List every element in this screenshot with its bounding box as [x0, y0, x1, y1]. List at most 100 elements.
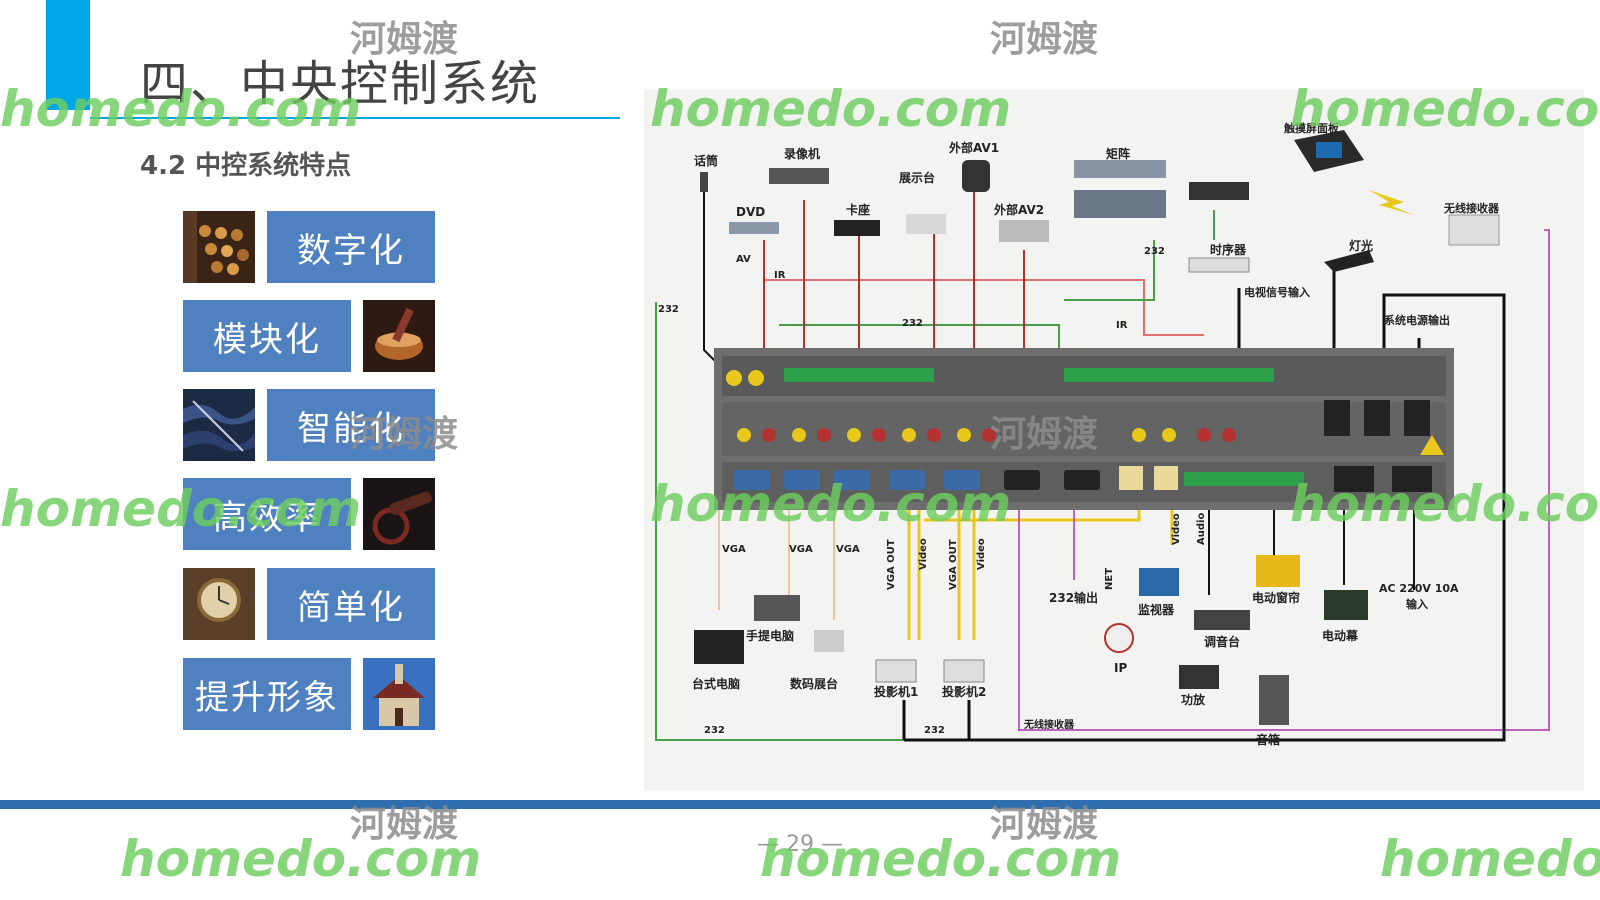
feature-label: 模块化	[183, 300, 351, 372]
ir-label-2: IR	[1116, 320, 1128, 331]
curtain-device	[1256, 555, 1300, 587]
sequencer-label: 时序器	[1210, 242, 1247, 257]
speaker-label: 音箱	[1256, 732, 1280, 747]
monitor-label: 监视器	[1138, 602, 1175, 617]
showstand-label: 展示台	[899, 170, 935, 185]
feature-label: 提升形象	[183, 658, 351, 730]
card-label: 卡座	[846, 202, 870, 217]
watermark-latin: homedo.com	[120, 830, 482, 888]
feature-label: 高效率	[183, 478, 351, 550]
feature-image: 提升形象	[183, 658, 435, 730]
showstand-device	[906, 214, 946, 234]
out232-label: 232输出	[1049, 590, 1098, 605]
desktop-label: 台式电脑	[692, 676, 740, 691]
video-label-2: Video	[976, 538, 987, 570]
cannon-photo	[363, 478, 435, 550]
amp-device	[1179, 665, 1219, 689]
accent-bar	[46, 0, 90, 110]
router-icon	[1104, 623, 1134, 653]
mortar-pestle-photo	[363, 300, 435, 372]
feature-intelligent: 智能化	[183, 389, 435, 461]
mixer-device	[1194, 610, 1250, 630]
typewriter-photo	[183, 211, 255, 283]
av1-label: 外部AV1	[949, 140, 999, 155]
laptop-label: 手提电脑	[746, 628, 794, 643]
feature-label: 简单化	[267, 568, 435, 640]
mixer-label: 调音台	[1204, 634, 1240, 649]
mic-device	[700, 172, 708, 192]
curtain-label: 电动窗帘	[1252, 590, 1300, 605]
clock-photo	[183, 568, 255, 640]
recorder-label: 录像机	[784, 146, 820, 161]
vga-label-2: VGA	[789, 544, 813, 555]
slide-subtitle: 4.2 中控系统特点	[140, 151, 352, 181]
watermark: homedo.com	[1380, 830, 1600, 888]
av-label: AV	[736, 254, 751, 265]
ac-in-label: AC 220V 10A	[1379, 582, 1459, 595]
rs232-label-5: 232	[924, 725, 945, 736]
card-device	[834, 220, 880, 236]
extra-device	[1189, 182, 1249, 200]
rs232-label-2: 232	[902, 318, 923, 329]
projector1-device	[875, 659, 917, 683]
watermark-chinese: 河姆渡	[990, 804, 1099, 845]
wireless-bottom-label: 无线接收器	[1023, 718, 1075, 731]
sequencer-device	[1188, 257, 1250, 273]
video-label-3: Video	[1171, 513, 1182, 545]
rs232-label-3: 232	[1144, 246, 1165, 257]
ip-label: IP	[1114, 661, 1127, 675]
light-label: 灯光	[1349, 238, 1373, 253]
touchpanel-label: 触摸屏面板	[1283, 121, 1340, 135]
touchpanel-device	[1294, 130, 1364, 172]
mic-label: 话筒	[694, 153, 718, 168]
wireless-rx-label: 无线接收器	[1443, 201, 1500, 215]
wireless-rx-device	[1448, 214, 1500, 246]
feature-label: 数字化	[267, 211, 435, 283]
monitor-device	[1139, 568, 1179, 596]
screen-device	[1324, 590, 1368, 620]
av2-device	[999, 220, 1049, 242]
proj2-label: 投影机2	[942, 684, 986, 699]
watermark-chinese: 河姆渡	[990, 19, 1099, 60]
fabric-photo	[183, 389, 255, 461]
av2-label: 外部AV2	[994, 202, 1044, 217]
screen-label: 电动幕	[1322, 628, 1359, 643]
watermark-chinese: 河姆渡	[350, 804, 459, 845]
slide-title: 四、中央控制系统	[140, 56, 541, 112]
rs232-label-1: 232	[658, 304, 679, 315]
matrix-label: 矩阵	[1105, 146, 1130, 161]
proj1-label: 投影机1	[874, 684, 918, 699]
church-photo	[363, 658, 435, 730]
watermark-latin: homedo.com	[1380, 830, 1600, 888]
amp-label: 功放	[1181, 692, 1206, 707]
digital-stand-device	[814, 630, 844, 652]
recorder-device	[769, 168, 829, 184]
matrix-device	[1074, 160, 1166, 218]
feature-digital: 数字化	[183, 211, 435, 283]
feature-label: 智能化	[267, 389, 435, 461]
light-device	[1324, 250, 1374, 272]
desktop-device	[694, 630, 744, 664]
vga-out-label-2: VGA OUT	[948, 539, 959, 590]
feature-simple: 简单化	[183, 568, 435, 640]
watermark: homedo.com	[120, 830, 481, 888]
page-number: — 29 —	[757, 832, 843, 857]
rs232-label-4: 232	[704, 725, 725, 736]
feature-modular: 模块化	[183, 300, 435, 372]
feature-efficiency: 高效率	[183, 478, 435, 550]
vga-label-1: VGA	[722, 544, 746, 555]
vga-label-3: VGA	[836, 544, 860, 555]
digital-stand-label: 数码展台	[790, 676, 838, 691]
power-out-label: 系统电源输出	[1384, 313, 1450, 327]
wireless-signal-icon	[1369, 190, 1414, 215]
dvd-label: DVD	[736, 205, 765, 219]
laptop-device	[754, 595, 800, 621]
dvd-device	[729, 222, 779, 234]
speaker-device	[1259, 675, 1289, 725]
audio-label: Audio	[1196, 513, 1207, 545]
title-underline	[90, 117, 620, 119]
video-label-1: Video	[918, 538, 929, 570]
vga-out-label-1: VGA OUT	[886, 539, 897, 590]
ac-in2-label: 输入	[1406, 597, 1428, 611]
av1-device	[962, 160, 990, 192]
